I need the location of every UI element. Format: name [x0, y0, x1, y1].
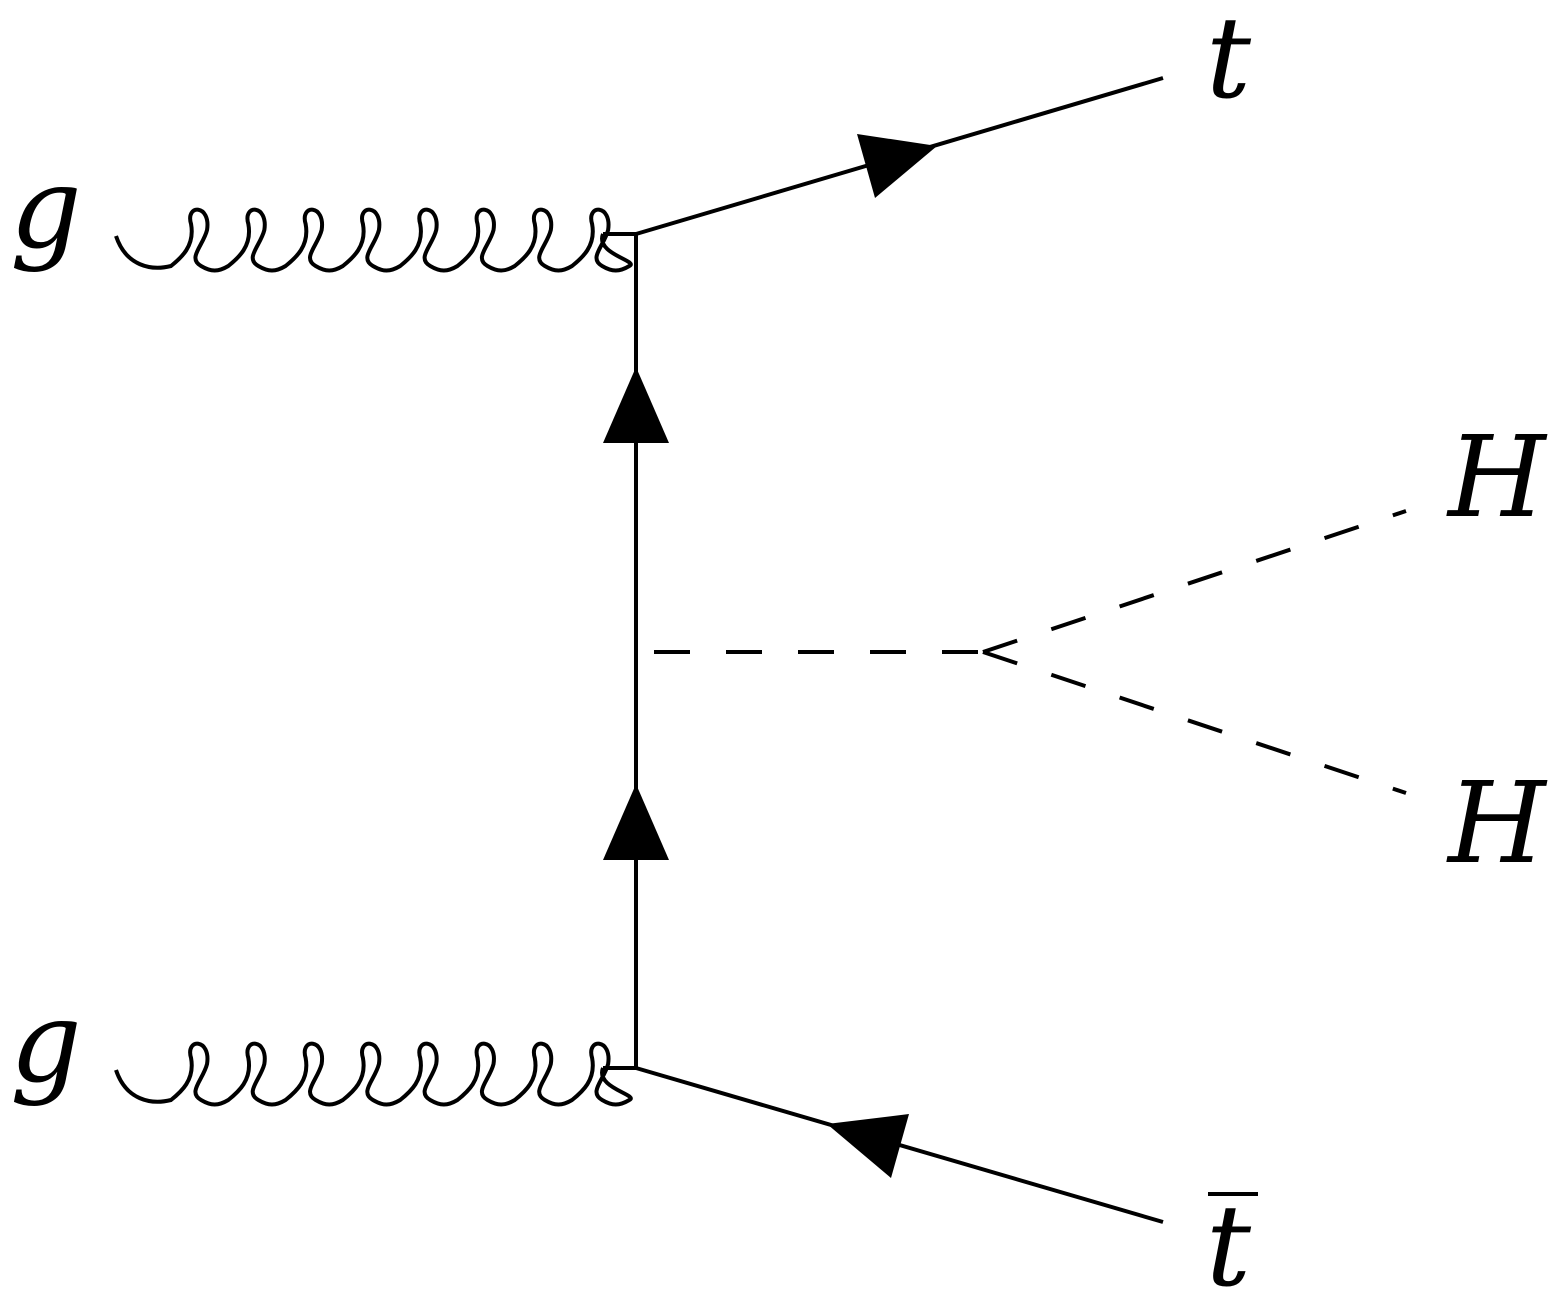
label-gluon-bottom: g: [10, 978, 82, 1108]
propagator-arrow-lower: [603, 784, 669, 860]
antitop-quark-arrow: [827, 1114, 909, 1178]
top-quark-arrow: [857, 134, 937, 198]
label-top-quark: t: [1206, 0, 1252, 124]
label-antitop-quark: t: [1206, 1182, 1252, 1310]
gluon-line-bottom: [114, 1041, 633, 1107]
gluon-line-top: [114, 207, 633, 273]
label-higgs-upper: H: [1446, 413, 1548, 543]
higgs-line-upper: [982, 509, 1407, 654]
label-gluon-top: g: [10, 144, 82, 274]
higgs-line-lower: [982, 650, 1407, 795]
propagator-arrow-upper: [603, 367, 669, 443]
label-higgs-lower: H: [1446, 759, 1548, 889]
